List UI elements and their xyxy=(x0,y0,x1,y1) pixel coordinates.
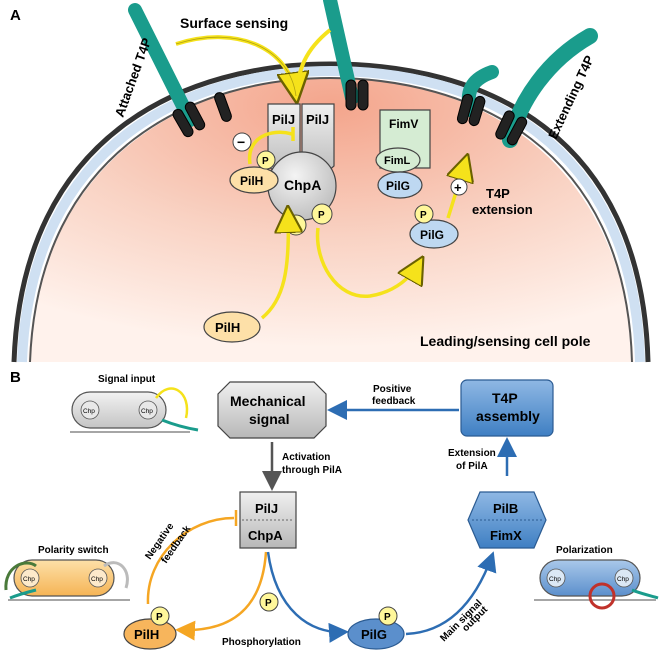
signal-input-chp-left-label: Chp xyxy=(83,408,95,415)
t4p-assembly-node xyxy=(460,379,554,437)
fimv-label: FimV xyxy=(389,117,418,131)
positive-label-2: feedback xyxy=(372,396,416,407)
secretin-rings xyxy=(172,79,528,146)
polarity-chp-left-label: Chp xyxy=(23,576,35,583)
positive-label-1: Positive xyxy=(373,384,412,395)
pilj-label-2: PilJ xyxy=(306,112,329,127)
minus-label: − xyxy=(237,134,245,150)
pilh-bottom xyxy=(203,311,261,343)
cytoplasm xyxy=(28,78,634,362)
mechanical-label-2: signal xyxy=(249,411,289,427)
phosphorylation-to-pilg xyxy=(266,551,349,643)
phosphorylation-label: Phosphorylation xyxy=(222,637,301,648)
phosphate-b-pilh-label: P xyxy=(156,612,163,623)
mechanical-label-1: Mechanical xyxy=(230,393,305,409)
polarity-chp-right-label: Chp xyxy=(91,576,103,583)
t4p-assembly-label-1: T4P xyxy=(492,390,518,406)
extension-label-1: Extension xyxy=(448,448,496,459)
pilh-top xyxy=(229,166,279,194)
panel-a: A Surface sensing Attached T4P Extending… xyxy=(10,0,651,363)
pilh-top-label: PilH xyxy=(240,174,263,188)
chpa-to-pilg-arrow xyxy=(315,227,420,298)
panel-b: B Signal input Chp Chp Mechanical signal… xyxy=(4,369,659,650)
pilj-b-label: PilJ xyxy=(255,501,278,516)
mechanical-signal-node xyxy=(217,381,327,439)
fimx-label: FimX xyxy=(490,528,522,543)
activation-label-1: Activation xyxy=(282,452,330,463)
signal-input-label: Signal input xyxy=(98,374,156,385)
polarity-chp-left xyxy=(20,568,40,588)
outer-membrane xyxy=(11,61,651,363)
phosphate-pilh-label: P xyxy=(262,156,269,167)
polarity-switch-label: Polarity switch xyxy=(38,545,109,556)
phosphate-b-pilg-label: P xyxy=(384,612,391,623)
polarization-chp-right xyxy=(614,568,634,588)
polarization-label: Polarization xyxy=(556,545,613,556)
pilj-label-1: PilJ xyxy=(272,112,295,127)
polarity-chp-right xyxy=(88,568,108,588)
plus-label: + xyxy=(454,180,462,195)
panel-a-letter: A xyxy=(10,7,21,24)
negative-feedback-arrow xyxy=(146,516,235,605)
t4p-extension-label-2: extension xyxy=(472,202,533,217)
phosphate-b-pilh xyxy=(150,606,170,626)
t4p-extension-label-1: T4P xyxy=(486,186,510,201)
pilh-b-node xyxy=(123,618,177,650)
polarization-chp-right-label: Chp xyxy=(617,576,629,583)
pole-label: Leading/sensing cell pole xyxy=(420,333,591,349)
t4p-assembly-label-2: assembly xyxy=(476,408,540,424)
surface-sensing-arrow-right xyxy=(295,28,332,95)
pilg-complex-label: PilG xyxy=(386,179,410,193)
signal-input-chp-right xyxy=(138,400,158,420)
signal-input-arrow xyxy=(154,387,189,419)
polarization-chp-left-label: Chp xyxy=(549,576,561,583)
fiml-label: FimL xyxy=(384,155,411,167)
pilh-bottom-label: PilH xyxy=(215,320,240,335)
signal-input-chp-left xyxy=(80,400,100,420)
pilg-b-node xyxy=(347,618,405,650)
pilg-complex xyxy=(377,171,423,199)
negative-feedback-arc xyxy=(247,130,293,165)
pilg-free-label: PilG xyxy=(420,228,444,242)
signal-input-pilus xyxy=(161,418,199,432)
minus-badge xyxy=(232,132,252,152)
pilb-label: PilB xyxy=(493,501,518,516)
extension-label-2: of PilA xyxy=(456,461,488,472)
phosphate-chpa-1-label: P xyxy=(292,221,299,232)
phosphorylation-to-pilh xyxy=(175,551,268,641)
polarization-chp-left xyxy=(546,568,566,588)
phosphate-chpa-2-label: P xyxy=(318,210,325,221)
phosphate-b-pilg xyxy=(378,606,398,626)
phosphate-chpa-2 xyxy=(311,203,333,225)
polarity-old-pole-arc xyxy=(4,561,37,591)
periplasm xyxy=(17,65,645,363)
phosphate-b-center xyxy=(259,592,279,612)
pilh-to-chpa-arrow xyxy=(260,212,288,320)
attached-pilus xyxy=(128,3,197,127)
phosphate-pilg xyxy=(414,204,434,224)
phosphate-pilg-label: P xyxy=(420,210,427,221)
pilg-b-label: PilG xyxy=(361,627,387,642)
surface-sensing-arrow-left xyxy=(175,35,296,96)
activation-label-2: through PilA xyxy=(282,465,342,476)
signal-input-cell xyxy=(71,391,167,429)
pilg-free xyxy=(409,219,459,249)
phosphate-pilh xyxy=(256,150,276,170)
plus-badge xyxy=(450,178,468,196)
phosphate-b-center-label: P xyxy=(265,598,272,609)
inner-membrane xyxy=(29,76,633,363)
polarity-new-pole-arc xyxy=(103,561,129,589)
pilh-b-label: PilH xyxy=(134,627,159,642)
signal-input-chp-right-label: Chp xyxy=(141,408,153,415)
pilb-fimx-node xyxy=(467,491,547,549)
chpa-label: ChpA xyxy=(284,177,321,193)
surface-sensing-label: Surface sensing xyxy=(180,15,288,31)
chpa-b-label: ChpA xyxy=(248,528,283,543)
polarity-switch-cell xyxy=(13,559,115,597)
main-signal-arrow xyxy=(405,551,497,636)
panel-b-letter: B xyxy=(10,369,21,386)
polarization-loop xyxy=(588,582,616,610)
